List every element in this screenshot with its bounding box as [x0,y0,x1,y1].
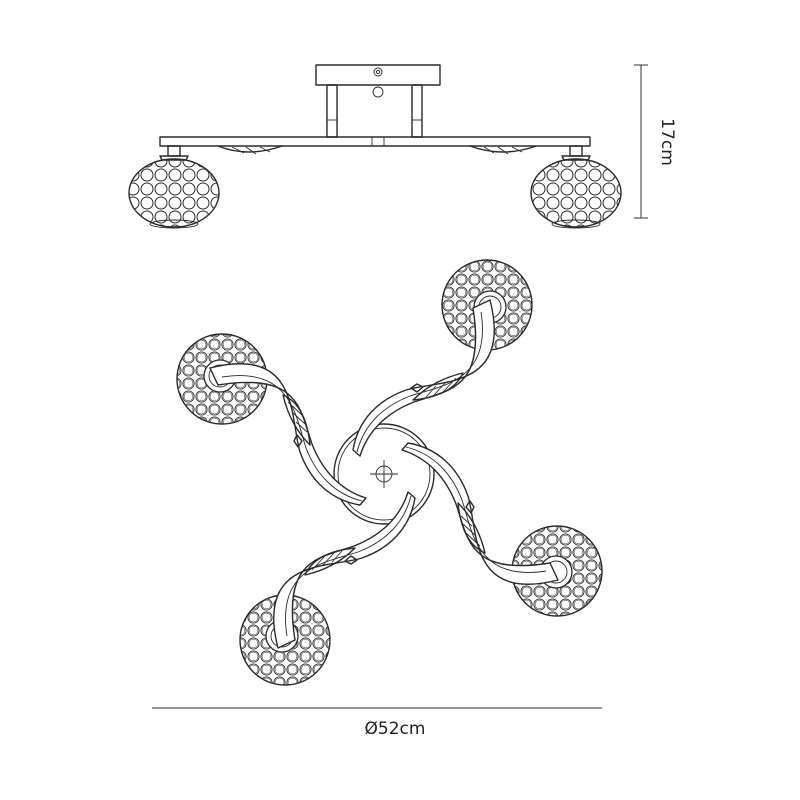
arm-leaf-left [217,145,283,153]
arm-bottom-right [401,442,559,586]
diameter-label: Ø52cm [365,719,426,739]
left-glass-shade [128,145,220,229]
arm-leaf-right [469,145,537,153]
arm-top-left [209,362,367,506]
height-label: 17cm [657,118,677,166]
right-glass-shade [530,145,622,229]
diameter-dimension: Ø52cm [152,707,602,739]
center-bulb [372,86,384,98]
central-hub [333,423,435,525]
arm-bar [159,136,591,147]
center-crosshair-icon [370,460,398,488]
ceiling-canopy [315,64,441,86]
top-plan-view [176,259,603,686]
side-elevation-view [128,64,622,229]
canopy-screw-icon [373,67,383,77]
arm-leaf-detail [282,394,311,446]
arm-bottom-left [272,491,416,649]
height-dimension: 17cm [634,64,677,219]
arm-top-right [352,299,496,457]
drop-rods [326,84,423,138]
